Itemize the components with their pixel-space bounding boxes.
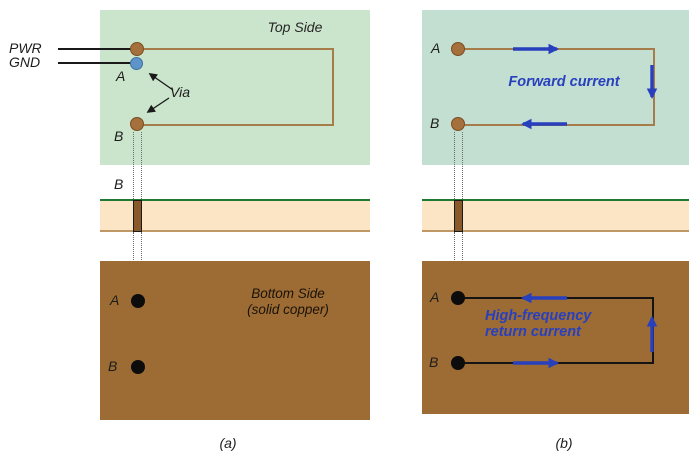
panel-b-bottom-point-b-label: B — [429, 354, 439, 370]
panel-a-bottom-point-b-label: B — [108, 358, 118, 374]
panel-b-bottom-via-b — [451, 356, 465, 370]
panel-a-board-cross-section — [100, 199, 370, 232]
panel-a-signal-trace — [137, 48, 334, 126]
gnd-lead-line — [58, 62, 137, 64]
panel-b-top-layer — [422, 10, 689, 165]
panel-a-bottom-via-b — [131, 360, 145, 374]
panel-a-bottom-via-a — [131, 294, 145, 308]
panel-a-caption: (a) — [219, 435, 237, 451]
forward-current-annotation: Forward current — [508, 74, 620, 90]
panel-a-via-dash-left-upper — [133, 132, 134, 199]
panel-a-top-point-a-label: A — [116, 68, 126, 84]
panel-a-top-layer-title: Top Side — [267, 19, 323, 35]
gnd-label: GND — [9, 54, 41, 70]
panel-a-top-layer — [100, 10, 370, 165]
panel-b-top-point-a-label: A — [431, 40, 441, 56]
pwr-lead-line — [58, 48, 137, 50]
panel-b-bottom-point-a-label: A — [430, 289, 440, 305]
panel-b-via-dash-right-upper — [462, 132, 463, 199]
panel-b-via-pad-a — [451, 42, 465, 56]
via-label: Via — [170, 84, 190, 100]
panel-a-via-pad-b — [130, 117, 144, 131]
pwr-label: PWR — [9, 40, 42, 56]
return-current-line1: High-frequency — [485, 308, 592, 324]
panel-a-pwr-via-pad — [130, 42, 144, 56]
bottom-side-title-line1: Bottom Side — [251, 286, 325, 301]
panel-a-bottom-layer-title: Bottom Side (solid copper) — [232, 286, 344, 317]
panel-a-bottom-point-a-label: A — [110, 292, 120, 308]
panel-b-bottom-via-a — [451, 291, 465, 305]
panel-a-via-dash-right-upper — [141, 132, 142, 199]
panel-b-bottom-layer — [422, 261, 689, 414]
panel-b-caption: (b) — [555, 435, 573, 451]
return-current-line2: return current — [485, 324, 581, 340]
panel-a-section-point-b-label: B — [114, 176, 124, 192]
panel-b-via-dash-left-upper — [454, 132, 455, 199]
panel-a-via-barrel — [132, 199, 142, 232]
panel-b-via-pad-b — [451, 117, 465, 131]
panel-a-bottom-layer — [100, 261, 370, 420]
panel-b-board-cross-section — [422, 199, 689, 232]
panel-a-top-point-b-label: B — [114, 128, 124, 144]
return-current-annotation: High-frequency return current — [485, 308, 591, 340]
panel-a-gnd-via-pad — [130, 56, 143, 70]
panel-b-top-point-b-label: B — [430, 115, 440, 131]
bottom-side-title-line2: (solid copper) — [247, 301, 329, 317]
panel-b-via-barrel — [453, 199, 463, 232]
